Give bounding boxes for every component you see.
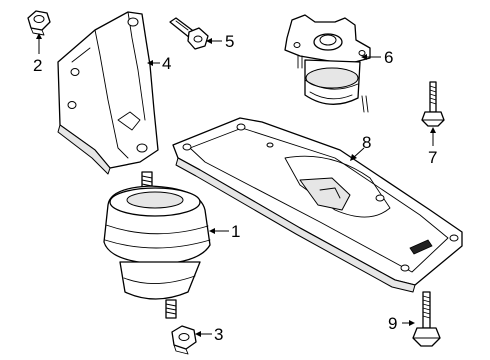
callout-6: 6 — [384, 48, 393, 67]
callout-leaders — [36, 33, 436, 337]
callout-7: 7 — [428, 148, 437, 167]
callout-8: 8 — [362, 133, 371, 152]
part-7-stud — [421, 81, 445, 127]
callout-3: 3 — [214, 325, 223, 344]
part-6-upper-mount — [284, 14, 371, 113]
part-3-nut — [171, 325, 197, 355]
part-5-bolt — [169, 17, 209, 50]
callout-1: 1 — [231, 222, 240, 241]
part-2-nut — [27, 10, 51, 36]
callout-2: 2 — [33, 56, 42, 75]
callout-5: 5 — [225, 32, 234, 51]
callout-4: 4 — [162, 54, 171, 73]
part-8-crossmember — [172, 117, 463, 293]
part-9-bolt — [412, 291, 441, 347]
callout-labels: 1 2 3 4 5 6 7 8 9 — [33, 32, 437, 344]
callout-9: 9 — [388, 314, 397, 333]
part-1-engine-mount — [103, 171, 211, 319]
part-4-bracket — [57, 11, 159, 175]
